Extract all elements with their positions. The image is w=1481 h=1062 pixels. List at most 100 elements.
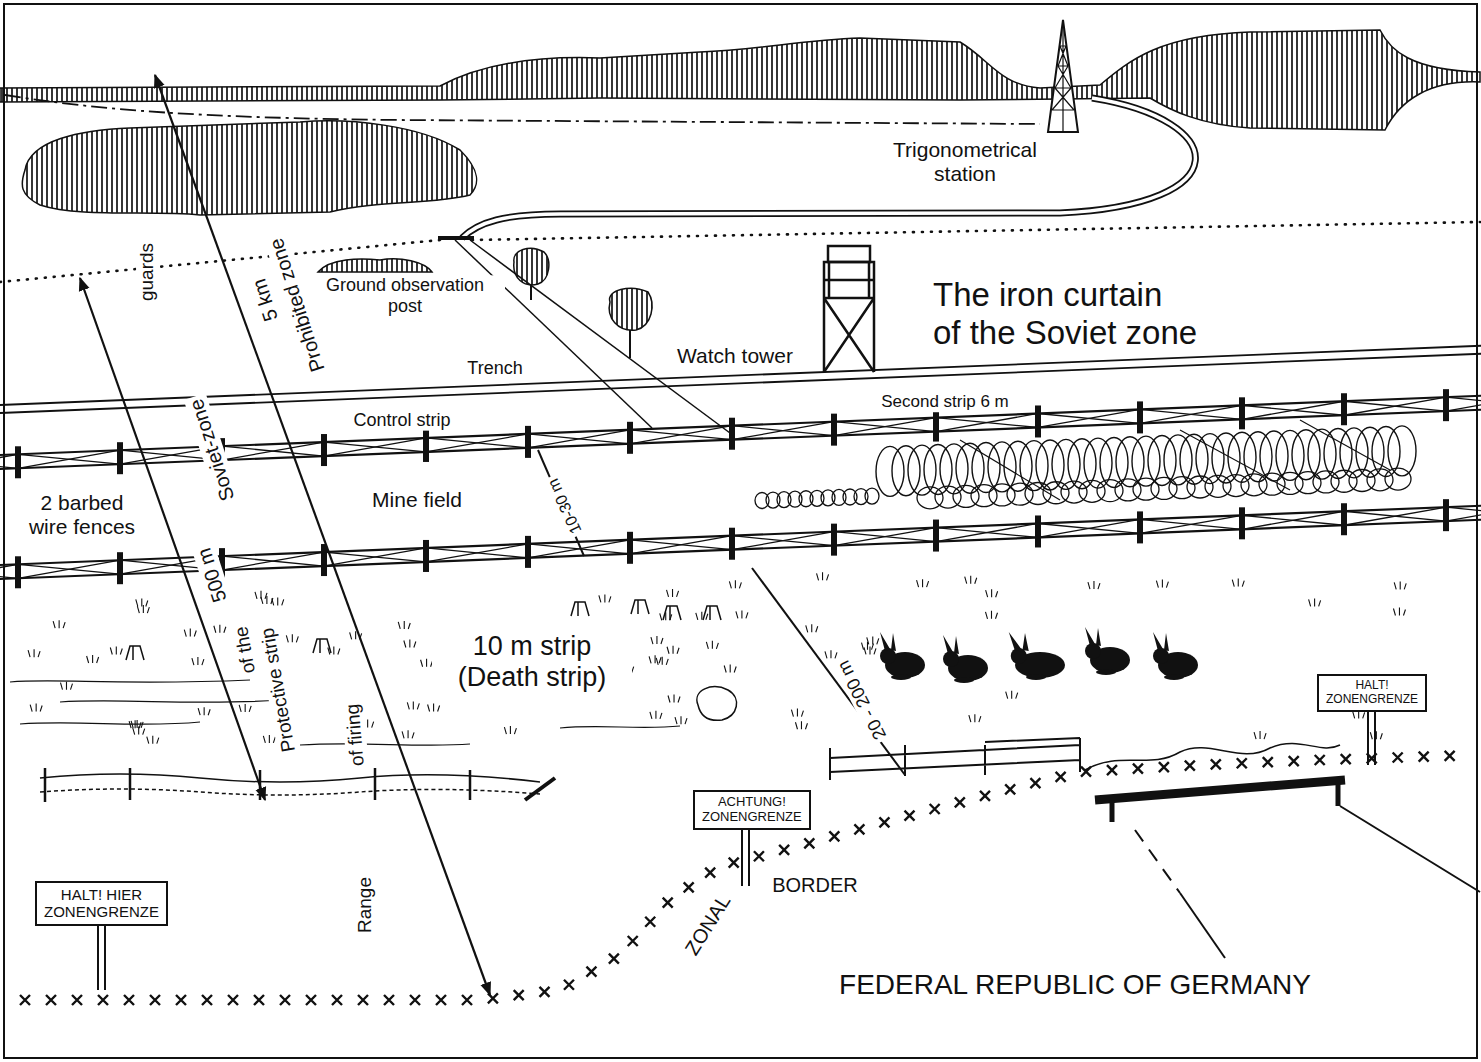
grass-tuft <box>660 612 672 620</box>
track <box>455 240 652 428</box>
border-mark <box>955 797 965 807</box>
border-mark <box>1211 759 1221 769</box>
fence-post <box>1137 511 1143 543</box>
border-mark <box>1185 761 1195 771</box>
border-mark <box>462 995 472 1005</box>
grass-tuft <box>791 709 803 717</box>
border-mark <box>1005 784 1015 794</box>
grass-tuft <box>53 620 65 628</box>
fence-wire <box>18 450 120 468</box>
border-mark <box>804 838 814 848</box>
barbed-wire <box>40 789 540 795</box>
fence-wire <box>1446 393 1481 411</box>
road <box>462 98 1195 238</box>
grass-tuft <box>286 634 298 642</box>
label: Range <box>354 874 376 936</box>
tree-stump <box>703 606 721 620</box>
road-surface <box>462 98 1195 238</box>
label: Protective strip <box>256 623 300 756</box>
border-mark <box>663 898 673 908</box>
dimension-line <box>752 568 905 775</box>
fence-wire <box>426 544 528 562</box>
grass-tuft <box>650 711 662 719</box>
fence-wire <box>834 528 936 546</box>
border-mark <box>564 980 574 990</box>
grass-tuft <box>136 598 148 606</box>
border-mark <box>729 858 739 868</box>
fence-post <box>321 544 327 576</box>
grass-tuft <box>192 657 204 665</box>
rabbit-ears <box>880 632 896 651</box>
grass-tuft <box>817 572 829 580</box>
border-mark <box>514 990 524 1000</box>
border-mark <box>1133 764 1143 774</box>
grass-tuft <box>1370 731 1382 739</box>
fence-post <box>117 552 123 584</box>
sign-post <box>742 830 749 886</box>
border-mark <box>904 811 914 821</box>
border-mark <box>645 917 655 927</box>
rabbit-ears <box>1009 632 1029 651</box>
border-mark <box>228 995 238 1005</box>
fence-wire <box>1242 511 1344 529</box>
border-mark <box>779 845 789 855</box>
grass-tuft <box>649 655 661 663</box>
grass-tuft <box>255 591 267 599</box>
rabbit-feet <box>891 674 911 680</box>
fence-post <box>627 422 633 454</box>
road-edge <box>1340 806 1480 892</box>
fence-wire <box>1038 409 1140 427</box>
frame <box>4 4 1477 1058</box>
sign-text: HALT! HIER ZONENGRENZE <box>44 886 159 921</box>
grass-tuft <box>986 589 998 597</box>
grass-tuft <box>806 624 818 632</box>
border-mark <box>384 995 394 1005</box>
grass-tuft <box>28 649 40 657</box>
grass-tuft <box>668 694 680 702</box>
border-mark <box>332 995 342 1005</box>
label: FEDERAL REPUBLIC OF GERMANY <box>836 969 1314 1001</box>
border-mark <box>879 817 889 827</box>
fence-post <box>1443 389 1449 421</box>
road-edge <box>1135 830 1180 893</box>
fence-wire <box>1140 405 1242 423</box>
grass-tuft <box>129 720 141 728</box>
fence-post <box>627 532 633 564</box>
grass-tuft <box>87 655 99 663</box>
grass-tuft <box>969 714 981 722</box>
grass-tuft <box>198 707 210 715</box>
grass-tuft <box>261 596 273 604</box>
wire-coil <box>876 446 904 496</box>
grass-tuft <box>137 605 149 613</box>
grass-tuft <box>864 646 876 654</box>
border-mark <box>609 954 619 964</box>
border-mark <box>488 993 498 1003</box>
border-mark <box>72 995 82 1005</box>
fence-wire <box>1038 519 1140 537</box>
fence-post <box>15 446 21 478</box>
fence-wire <box>1344 507 1446 525</box>
fence-post <box>1443 499 1449 531</box>
fence-post <box>1341 393 1347 425</box>
wire-coil <box>865 488 879 504</box>
label: Control strip <box>350 410 453 431</box>
dimension-arrow <box>155 75 490 995</box>
fence-wire <box>324 438 426 456</box>
wire-coil <box>1385 468 1411 490</box>
border-mark <box>854 824 864 834</box>
grass-tuft <box>651 636 663 644</box>
grass-tuft <box>965 576 977 584</box>
border-mark <box>1393 752 1403 762</box>
fence-wire <box>732 422 834 440</box>
tree-trunk <box>629 330 631 358</box>
grass-tuft <box>724 665 736 673</box>
watch-tower-cabin <box>828 246 870 262</box>
fence-post <box>423 540 429 572</box>
border-mark <box>1056 772 1066 782</box>
fence-post <box>729 418 735 450</box>
grass-tuft <box>110 646 122 654</box>
grass-tuft <box>667 589 679 597</box>
sign-text: ACHTUNG! ZONENGRENZE <box>702 795 802 825</box>
